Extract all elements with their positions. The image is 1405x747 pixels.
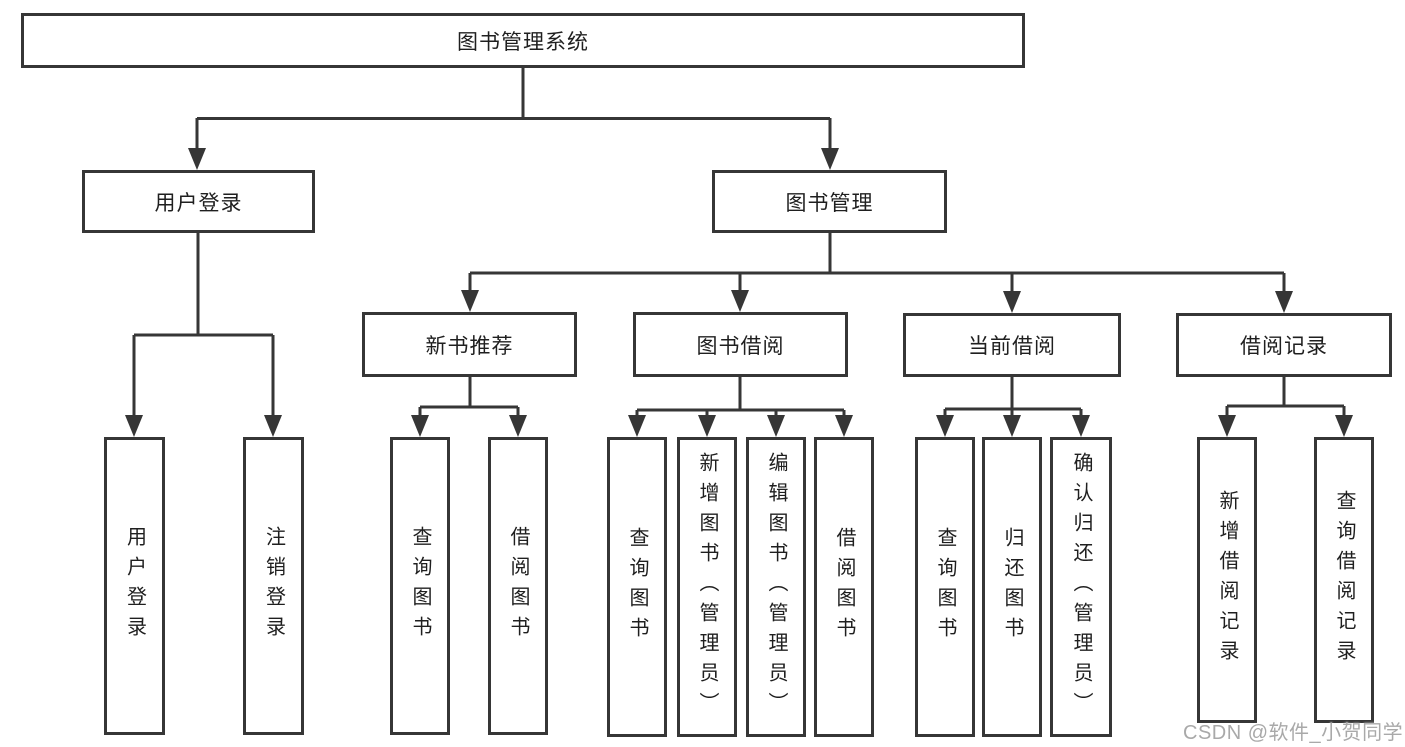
node-leaf-edit-books-admin: 编辑图书（管理员）: [746, 437, 806, 737]
node-current-borrowing: 当前借阅: [903, 313, 1121, 377]
node-leaf-query-borrow-record-label: 查询借阅记录: [1333, 490, 1355, 670]
node-leaf-confirm-return-admin-label: 确认归还（管理员）: [1070, 452, 1092, 722]
node-leaf-add-borrow-record-label: 新增借阅记录: [1216, 490, 1238, 670]
node-leaf-query-books-borrowing-label: 查询图书: [626, 527, 648, 647]
node-leaf-borrow-books-recommend-label: 借阅图书: [507, 526, 529, 646]
node-leaf-add-books-admin: 新增图书（管理员）: [677, 437, 737, 737]
node-new-book-recommend: 新书推荐: [362, 312, 577, 377]
node-library-management-system: 图书管理系统: [21, 13, 1025, 68]
node-leaf-query-books-borrowing: 查询图书: [607, 437, 667, 737]
node-leaf-borrow-books-borrowing-label: 借阅图书: [833, 527, 855, 647]
node-borrowing-records: 借阅记录: [1176, 313, 1392, 377]
node-leaf-confirm-return-admin: 确认归还（管理员）: [1050, 437, 1112, 737]
node-leaf-query-books-current: 查询图书: [915, 437, 975, 737]
node-leaf-query-books-current-label: 查询图书: [934, 527, 956, 647]
node-leaf-add-borrow-record: 新增借阅记录: [1197, 437, 1257, 723]
node-leaf-logout-login-label: 注销登录: [262, 526, 285, 646]
node-leaf-borrow-books-recommend: 借阅图书: [488, 437, 548, 735]
node-leaf-logout-login: 注销登录: [243, 437, 304, 735]
node-leaf-query-borrow-record: 查询借阅记录: [1314, 437, 1374, 723]
node-book-borrowing: 图书借阅: [633, 312, 848, 377]
node-leaf-borrow-books-borrowing: 借阅图书: [814, 437, 874, 737]
node-leaf-query-books-recommend: 查询图书: [390, 437, 450, 735]
node-leaf-add-books-admin-label: 新增图书（管理员）: [696, 452, 718, 722]
node-book-management: 图书管理: [712, 170, 947, 233]
csdn-watermark: CSDN @软件_小贺同学: [1183, 722, 1404, 744]
node-leaf-return-books: 归还图书: [982, 437, 1042, 737]
node-user-login: 用户登录: [82, 170, 315, 233]
node-leaf-edit-books-admin-label: 编辑图书（管理员）: [765, 452, 787, 722]
node-leaf-return-books-label: 归还图书: [1001, 527, 1023, 647]
node-leaf-query-books-recommend-label: 查询图书: [409, 526, 431, 646]
node-leaf-user-login: 用户登录: [104, 437, 165, 735]
node-leaf-user-login-label: 用户登录: [123, 526, 146, 646]
